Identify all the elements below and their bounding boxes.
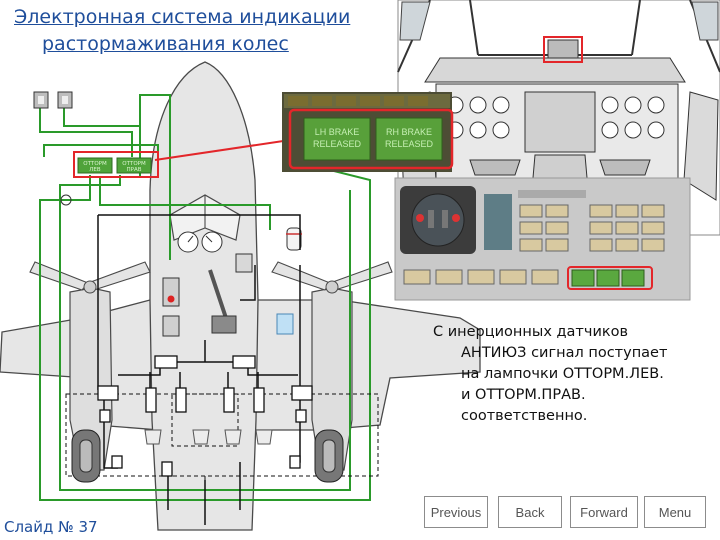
previous-button[interactable]: Previous (424, 496, 488, 528)
forward-button[interactable]: Forward (570, 496, 638, 528)
valve-box (162, 315, 180, 337)
dashed-circuit (65, 393, 379, 520)
diagram-lamp-unit: ОТТОРМ ЛЕВ ОТТОРМ ПРАВ (73, 151, 159, 178)
brake-released-lamps-panel: LH BRAKE RELEASED RH BRAKE RELEASED (282, 92, 454, 172)
description-text: С инерционных датчиков АНТИЮЗ сигнал пос… (433, 322, 713, 427)
sensor-symbol (60, 194, 72, 206)
lh-lamp-line1: LH BRAKE (315, 127, 360, 137)
small-lamp-left-bottom: ЛЕВ (89, 167, 101, 173)
lh-brake-released-lamp (303, 117, 371, 161)
brake-switches (33, 91, 73, 206)
title-line-2: растормаживания колес (42, 33, 289, 55)
caption-line-3: на лампочки ОТТОРМ.ЛЕВ. (461, 366, 664, 382)
rh-lamp-line2: RELEASED (385, 139, 434, 149)
caption-line-2: АНТИЮЗ сигнал поступает (461, 345, 668, 361)
slide-title: Электронная система индикации растормажи… (14, 4, 394, 58)
signal-wiring (39, 94, 371, 501)
lever-base (211, 315, 237, 334)
brake-handle-box (162, 277, 180, 307)
small-lamp-left-top: ОТТОРМ (83, 161, 107, 167)
anti-skid-unit (235, 253, 253, 273)
fluid-tank (276, 313, 294, 335)
title-line-1: Электронная система индикации (14, 6, 351, 28)
aircraft-fuselage (149, 61, 259, 531)
aircraft-silhouette (0, 61, 481, 531)
accumulator (286, 227, 302, 251)
rh-lamp-line1: RH BRAKE (386, 127, 432, 137)
slide-number: Слайд № 37 (4, 518, 98, 536)
caption-line-1: С инерционных датчиков (433, 324, 629, 340)
left-spinner (83, 280, 97, 294)
annunciator-panel-photo (394, 177, 691, 301)
back-button[interactable]: Back (498, 496, 562, 528)
small-lamp-right-top: ОТТОРМ (122, 161, 146, 167)
rh-brake-released-lamp (375, 117, 443, 161)
small-lamp-right-bottom: ПРАВ (127, 167, 142, 173)
lh-lamp-line2: RELEASED (313, 139, 362, 149)
main-wheels (71, 429, 344, 483)
brake-components (97, 355, 313, 477)
menu-button[interactable]: Menu (644, 496, 706, 528)
caption-line-5: соответственно. (461, 408, 588, 424)
caption-line-4: и ОТТОРМ.ПРАВ. (461, 387, 586, 403)
control-lever (208, 269, 228, 319)
right-spinner (325, 280, 339, 294)
